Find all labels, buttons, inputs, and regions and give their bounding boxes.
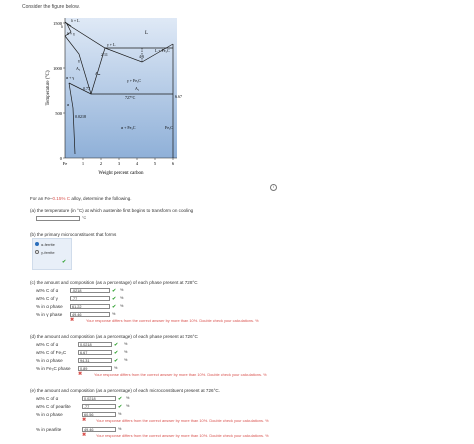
x-tick-fe: Fe: [63, 161, 68, 166]
label-c211: 2.11: [101, 52, 108, 57]
check-icon: ✔: [114, 342, 119, 348]
label-a3: A₃: [76, 66, 81, 71]
part-e-row-2-label: wt% C of pearlite: [36, 404, 71, 409]
alloy-composition: 0.15% C: [52, 196, 71, 201]
part-d-row-2-label: wt% C of Fe₃C: [36, 350, 67, 355]
part-c-row-2-input[interactable]: .77: [70, 296, 110, 301]
part-e-row-1-input[interactable]: 0.0218: [82, 396, 116, 401]
part-d-row-3-input[interactable]: 94.31: [78, 358, 112, 363]
part-c-row-2-label: wt% C of γ: [36, 296, 58, 301]
cross-icon: ✖: [70, 317, 75, 323]
question-title: Consider the figure below.: [22, 4, 80, 10]
label-delta-l: δ + L: [71, 18, 80, 23]
label-fe3c: Fe₃C: [165, 125, 173, 130]
part-e-error-message-2: Your response differs from the correct a…: [96, 433, 269, 438]
part-b-check-icon: ✔: [62, 259, 67, 265]
x-tick-5: 5: [154, 161, 157, 166]
label-t727: 727°C: [125, 95, 136, 100]
phase-boundaries: [64, 21, 174, 158]
part-d-row-2-input[interactable]: 6.67: [78, 350, 112, 355]
check-icon: ✔: [112, 304, 117, 310]
part-c-error-message: Your response differs from the correct a…: [86, 318, 259, 323]
x-tick-1: 1: [82, 161, 84, 166]
check-icon: ✔: [112, 288, 117, 294]
label-a1: A₁: [135, 86, 140, 91]
y-tick-500: 500: [55, 111, 63, 116]
part-c-row-3-label: % in α phase: [36, 304, 63, 309]
x-tick-2: 2: [100, 161, 102, 166]
radio-alpha-ferrite[interactable]: [35, 242, 39, 246]
y-tick-0: 0: [60, 156, 63, 161]
diagram-plot-area: [65, 18, 177, 158]
part-a-unit: °C: [82, 216, 87, 220]
label-c00218: 0.0218: [75, 114, 86, 119]
part-a-label: (a) the temperature (in °C) at which aus…: [30, 208, 194, 213]
part-c-row-1-label: wt% C of α: [36, 288, 59, 293]
part-e-error-message-1: Your response differs from the correct a…: [96, 418, 269, 423]
option-gamma-ferrite-label: γ-ferrite: [41, 250, 55, 255]
check-icon: ✔: [114, 358, 119, 364]
x-axis-label: Weight percent carbon: [98, 171, 144, 176]
part-a-temperature-input[interactable]: [36, 216, 80, 221]
part-e-row-3-input[interactable]: 60.56: [82, 412, 116, 417]
cross-icon: ✖: [82, 432, 87, 438]
part-e-row-4-input[interactable]: 49.46: [82, 427, 116, 432]
part-d-row-3-label: % in α phase: [36, 358, 63, 363]
y-tick-1000: 1000: [53, 66, 63, 71]
label-c077: 0.77: [83, 86, 90, 91]
label-acm: Aₘ: [95, 71, 101, 76]
x-tick-3: 3: [118, 161, 121, 166]
part-e-row-3-label: % in α phase: [36, 412, 63, 417]
label-delta-gamma: δ + γ: [67, 31, 75, 36]
part-b-label: (b) the primary microconstituent that fo…: [30, 232, 117, 237]
part-c-row-3-input[interactable]: 61.22: [70, 304, 110, 309]
check-icon: ✔: [118, 396, 123, 402]
part-d-error-message: Your response differs from the correct a…: [94, 372, 267, 377]
label-delta: δ: [61, 24, 63, 29]
y-tick-1500: 1500: [53, 21, 63, 26]
part-e-label: (e) the amount and composition (as a per…: [30, 388, 221, 393]
part-c-row-4-input[interactable]: 49.46: [70, 312, 110, 317]
part-d-row-4-label: % in Fe₃C phase: [36, 366, 71, 371]
check-icon: ✔: [114, 350, 119, 356]
part-e-row-4-label: % in pearlite: [36, 427, 62, 432]
label-alpha-gamma: α + γ: [66, 75, 74, 80]
label-alpha: α: [67, 102, 69, 107]
cross-icon: ✖: [78, 371, 83, 377]
phase-diagram-figure: 1500 1000 500 0 Fe 1 2 3 4 5 6 Weight pe…: [45, 14, 195, 182]
check-icon: ✔: [112, 296, 117, 302]
label-gamma-l: γ + L: [107, 42, 116, 47]
option-alpha-ferrite-label: α-ferrite: [41, 242, 55, 247]
label-c43: 4.3: [139, 54, 144, 59]
problem-intro: For an Fe–0.15% C alloy, determine the f…: [30, 196, 132, 201]
x-tick-4: 4: [136, 161, 139, 166]
cross-icon: ✖: [82, 417, 87, 423]
label-alpha-fe3c: α + Fe₃C: [121, 125, 136, 130]
label-liquid: L: [145, 31, 148, 36]
part-d-label: (d) the amount and composition (as a per…: [30, 334, 198, 339]
part-e-row-1-label: wt% C of α: [36, 396, 59, 401]
info-icon[interactable]: i: [270, 184, 277, 191]
phase-diagram-svg: 1500 1000 500 0 Fe 1 2 3 4 5 6 Weight pe…: [46, 18, 182, 176]
part-c-label: (c) the amount and composition (as a per…: [30, 280, 198, 285]
check-icon: ✔: [118, 404, 123, 410]
label-c667: 6.67: [175, 94, 182, 99]
part-c-row-1-input[interactable]: .0218: [70, 288, 110, 293]
part-d-row-1-label: wt% C of α: [36, 342, 59, 347]
radio-gamma-ferrite[interactable]: [35, 250, 39, 254]
part-c-row-4-label: % in γ phase: [36, 312, 63, 317]
y-axis-label: Temperature (°C): [46, 70, 51, 105]
part-d-row-4-input[interactable]: 0.89: [78, 366, 112, 371]
label-gamma-fe3c: γ + Fe₃C: [127, 78, 141, 83]
label-l-fe3c: L + Fe₃C: [155, 48, 170, 53]
label-gamma: γ: [78, 58, 80, 63]
part-e-row-2-input[interactable]: .77: [82, 404, 116, 409]
x-tick-6: 6: [172, 161, 175, 166]
part-d-row-1-input[interactable]: 0.0218: [78, 342, 112, 347]
